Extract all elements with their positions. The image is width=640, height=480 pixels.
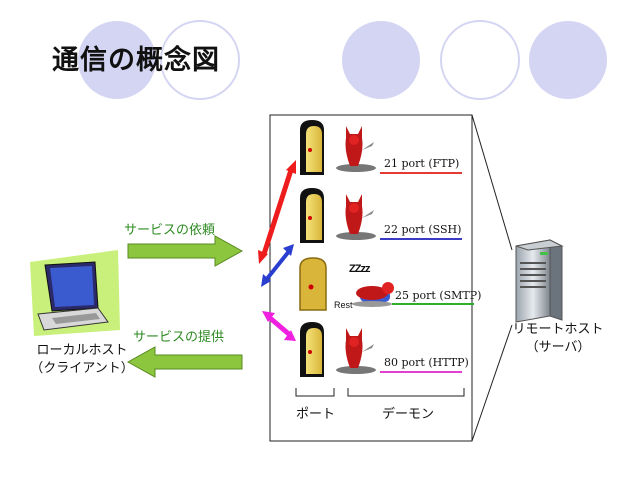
red-connection-arrow	[258, 160, 296, 264]
port-label-ssh: 22 port (SSH)	[384, 223, 462, 236]
door-icon	[299, 257, 327, 311]
door-icon	[300, 188, 324, 243]
rest-sign-text: Rest	[334, 300, 353, 310]
port-bracket	[295, 388, 335, 397]
server-label-line1: リモートホスト	[512, 322, 604, 337]
laptop-icon	[30, 250, 120, 336]
port-label-http: 80 port (HTTP)	[384, 356, 469, 369]
port-caption: ポート	[296, 407, 336, 422]
client-label-line2: （クライアント）	[30, 361, 134, 376]
perspective-line-top	[471, 114, 513, 251]
title-circle-1	[78, 21, 156, 99]
client-label-line1: ローカルホスト	[36, 343, 128, 358]
request-arrow	[127, 235, 244, 267]
daemon-icon	[336, 328, 376, 374]
client-label: ローカルホスト （クライアント）	[12, 342, 152, 378]
sleep-zzz-text: ZZzz	[349, 263, 370, 275]
door-icon	[300, 322, 324, 377]
title-circle-5	[529, 21, 607, 99]
port-label-ftp: 21 port (FTP)	[384, 157, 460, 170]
door-icon	[300, 120, 324, 175]
response-label: サービスの提供	[133, 330, 225, 345]
server-tower-icon	[515, 239, 564, 323]
response-arrow	[126, 346, 243, 378]
server-label-line2: （サーバ）	[525, 340, 591, 355]
title-decoration	[78, 20, 607, 100]
port-label-smtp: 25 port (SMTP)	[395, 289, 482, 302]
server-label: リモートホスト （サーバ）	[498, 321, 618, 357]
blue-connection-arrow	[261, 244, 294, 287]
title-circle-3	[342, 21, 420, 99]
title-circle-2	[160, 20, 240, 100]
page-title: 通信の概念図	[52, 45, 220, 76]
sleeping-daemon-icon	[352, 282, 394, 307]
daemon-icon	[336, 126, 376, 172]
perspective-line-bottom	[471, 324, 513, 442]
daemon-caption: デーモン	[382, 407, 435, 422]
daemon-bracket	[347, 388, 465, 397]
request-label: サービスの依頼	[124, 223, 216, 238]
title-circle-4	[440, 20, 520, 100]
magenta-connection-arrow	[262, 311, 296, 341]
daemon-icon	[336, 194, 376, 240]
